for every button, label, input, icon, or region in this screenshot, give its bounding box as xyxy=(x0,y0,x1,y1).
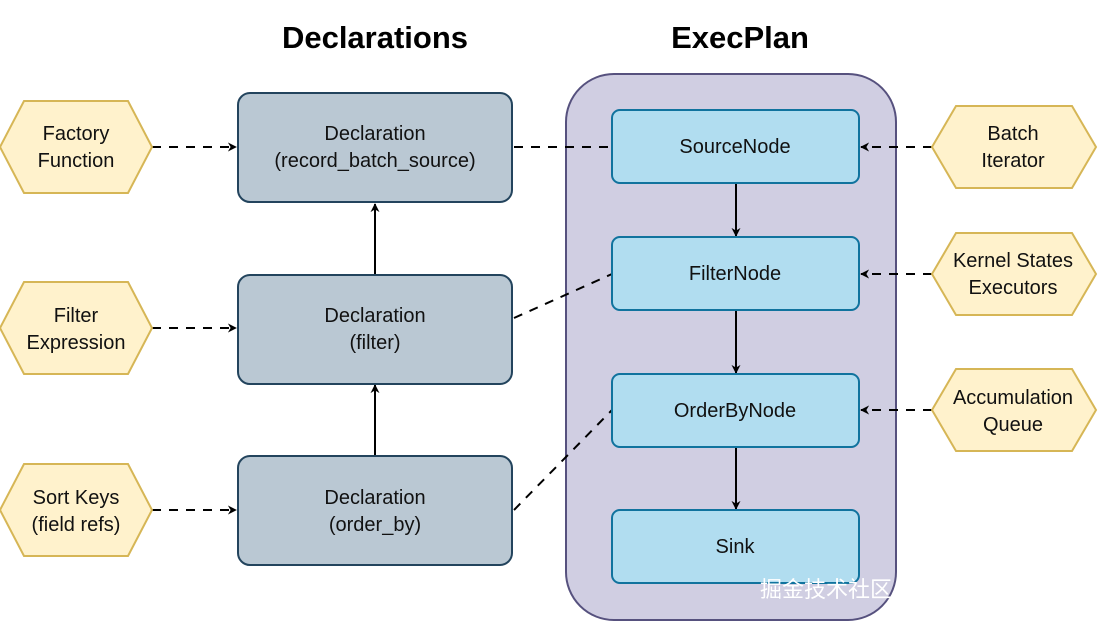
batch-iterator-hexagon: Batch Iterator xyxy=(930,105,1098,189)
kernel-states-hexagon: Kernel States Executors xyxy=(930,232,1098,316)
declarations-heading: Declarations xyxy=(282,20,468,55)
accumulation-queue-hexagon: Accumulation Queue xyxy=(930,368,1098,452)
decl-orderby-to-orderbynode-link xyxy=(513,409,613,511)
order-by-node-label: OrderByNode xyxy=(674,400,796,422)
sort-keys-label-1: Sort Keys xyxy=(33,487,120,509)
factory-function-label-1: Factory xyxy=(43,123,110,145)
declaration-order-by-label-1: Declaration xyxy=(324,487,425,509)
accumulation-queue-label-1: Accumulation xyxy=(953,387,1073,409)
sort-keys-hexagon: Sort Keys (field refs) xyxy=(0,463,154,557)
order-by-node-box: OrderByNode xyxy=(611,373,860,448)
declaration-source-label-2: (record_batch_source) xyxy=(274,150,475,172)
filter-node-box: FilterNode xyxy=(611,236,860,311)
source-node-box: SourceNode xyxy=(611,109,860,184)
sink-box: Sink xyxy=(611,509,860,584)
accumulation-queue-label-2: Queue xyxy=(983,414,1043,436)
filter-expression-label-1: Filter xyxy=(54,305,99,327)
filter-expression-hexagon: Filter Expression xyxy=(0,281,154,375)
declaration-source-box: Declaration (record_batch_source) xyxy=(237,92,513,203)
kernel-states-label-1: Kernel States xyxy=(953,250,1073,272)
sort-keys-label-2: (field refs) xyxy=(32,514,121,536)
declaration-order-by-label-2: (order_by) xyxy=(329,514,421,536)
factory-function-label-2: Function xyxy=(38,150,115,172)
watermark-text: 掘金技术社区 @ 数据智能老司机 xyxy=(760,578,1082,603)
decl-filter-to-filternode-link xyxy=(513,273,613,319)
declaration-filter-label-1: Declaration xyxy=(324,305,425,327)
kernel-states-label-2: Executors xyxy=(969,277,1058,299)
declaration-source-label-1: Declaration xyxy=(324,123,425,145)
declaration-filter-label-2: (filter) xyxy=(349,332,400,354)
factory-function-hexagon: Factory Function xyxy=(0,100,154,194)
declaration-order-by-box: Declaration (order_by) xyxy=(237,455,513,566)
batch-iterator-label-1: Batch xyxy=(987,123,1038,145)
execplan-heading: ExecPlan xyxy=(671,20,809,55)
declaration-filter-box: Declaration (filter) xyxy=(237,274,513,385)
sink-label: Sink xyxy=(716,536,756,558)
execplan-container xyxy=(565,73,897,621)
batch-iterator-label-2: Iterator xyxy=(981,150,1045,172)
source-node-label: SourceNode xyxy=(679,136,790,158)
filter-node-label: FilterNode xyxy=(689,263,781,285)
filter-expression-label-2: Expression xyxy=(27,332,126,354)
